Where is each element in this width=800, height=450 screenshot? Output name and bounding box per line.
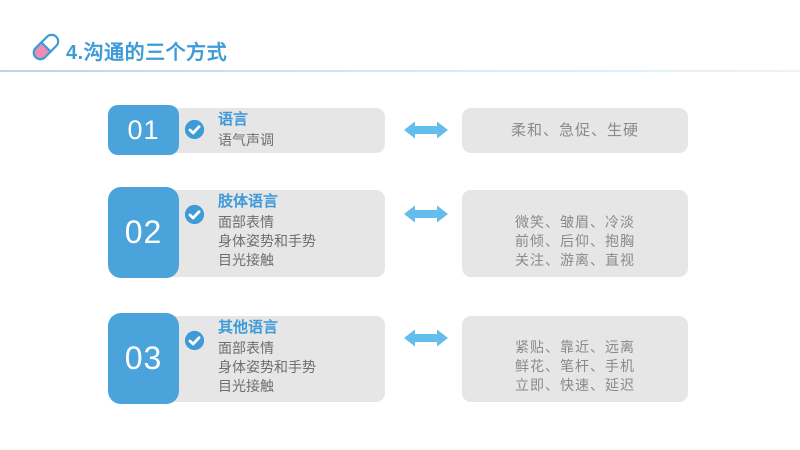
header-divider — [0, 70, 800, 72]
row1-detail: 语气声调 — [218, 132, 274, 148]
row3-detail: 面部表情 — [218, 340, 274, 356]
row2-keywords: 微笑、皱眉、冷淡 — [515, 214, 635, 230]
double-arrow-icon — [404, 121, 448, 139]
row1-keywords: 柔和、急促、生硬 — [510, 122, 639, 139]
pill-icon — [32, 33, 60, 61]
row2-keywords-panel: 微笑、皱眉、冷淡 前倾、后仰、抱胸 关注、游离、直视 — [462, 190, 688, 277]
row2-heading: 肢体语言 — [218, 193, 279, 210]
row2-number-box: 02 — [108, 187, 179, 278]
page-title: 4.沟通的三个方式 — [66, 42, 228, 64]
row2-text-block: 肢体语言 面部表情 身体姿势和手势 目光接触 — [218, 192, 388, 270]
check-icon — [184, 204, 205, 225]
row3-keywords-panel: 紧贴、靠近、远离 鲜花、笔杆、手机 立即、快速、延迟 — [462, 316, 688, 402]
row3-keywords: 鲜花、笔杆、手机 — [515, 358, 635, 374]
row1-number-box: 01 — [108, 105, 179, 155]
row3-text-block: 其他语言 面部表情 身体姿势和手势 目光接触 — [218, 318, 388, 396]
row2-number: 02 — [124, 214, 163, 250]
row3-detail: 目光接触 — [218, 378, 274, 394]
row3-number-box: 03 — [108, 313, 179, 404]
row3-keywords: 立即、快速、延迟 — [515, 377, 635, 393]
row3-heading: 其他语言 — [218, 319, 279, 336]
row1-keywords-panel: 柔和、急促、生硬 — [462, 108, 688, 153]
row1-heading: 语言 — [218, 111, 249, 128]
row1-text-block: 语言 语气声调 — [218, 110, 388, 150]
double-arrow-icon — [404, 329, 448, 347]
row1-number: 01 — [127, 114, 160, 145]
row2-detail: 身体姿势和手势 — [218, 233, 316, 249]
double-arrow-icon — [404, 205, 448, 223]
row3-keywords: 紧贴、靠近、远离 — [515, 339, 635, 355]
row3-number: 03 — [124, 340, 163, 376]
check-icon — [184, 330, 205, 351]
row2-keywords: 前倾、后仰、抱胸 — [515, 233, 635, 249]
row2-keywords: 关注、游离、直视 — [515, 252, 635, 268]
row2-detail: 面部表情 — [218, 214, 274, 230]
check-icon — [184, 119, 205, 140]
row2-detail: 目光接触 — [218, 252, 274, 268]
row3-detail: 身体姿势和手势 — [218, 359, 316, 375]
